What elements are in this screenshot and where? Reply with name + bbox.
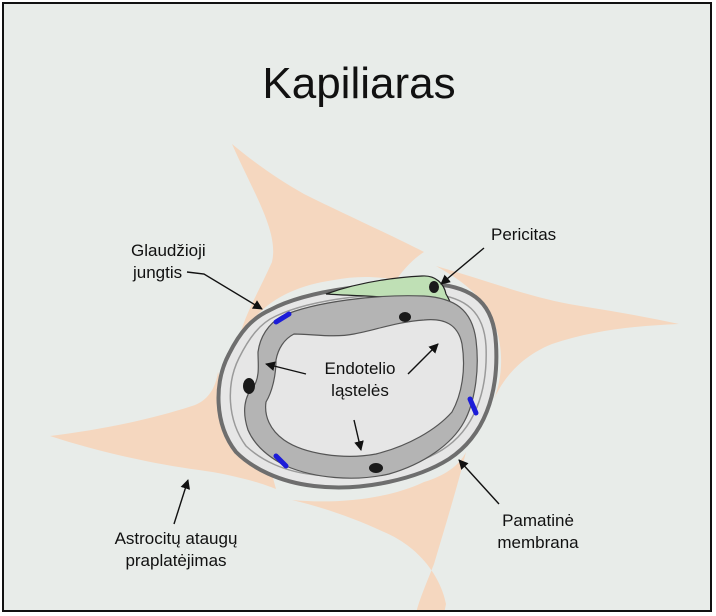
label-endothelial: Endotelio ląstelės bbox=[310, 358, 410, 402]
label-line: Glaudžioji bbox=[131, 240, 206, 262]
endothelial-nucleus-2 bbox=[243, 378, 255, 394]
label-line: jungtis bbox=[131, 262, 206, 284]
label-basement-membrane: Pamatinė membrana bbox=[488, 510, 588, 554]
label-line: Endotelio bbox=[310, 358, 410, 380]
label-astrocyte: Astrocitų ataugų praplatėjimas bbox=[76, 528, 276, 572]
arrow-astrocyte bbox=[174, 480, 188, 524]
diagram-title: Kapiliaras bbox=[4, 56, 712, 112]
endothelial-nucleus-1 bbox=[399, 312, 411, 322]
label-tight-junction: Glaudžioji jungtis bbox=[131, 240, 206, 284]
label-line: ląstelės bbox=[310, 380, 410, 402]
label-line: praplatėjimas bbox=[76, 550, 276, 572]
label-line: Astrocitų ataugų bbox=[76, 528, 276, 550]
label-line: membrana bbox=[488, 532, 588, 554]
label-line: Pamatinė bbox=[488, 510, 588, 532]
arrow-basement-membrane bbox=[459, 460, 499, 504]
pericyte-nucleus bbox=[429, 281, 439, 293]
label-pericyte: Pericitas bbox=[491, 224, 556, 246]
endothelial-nucleus-3 bbox=[369, 463, 383, 473]
